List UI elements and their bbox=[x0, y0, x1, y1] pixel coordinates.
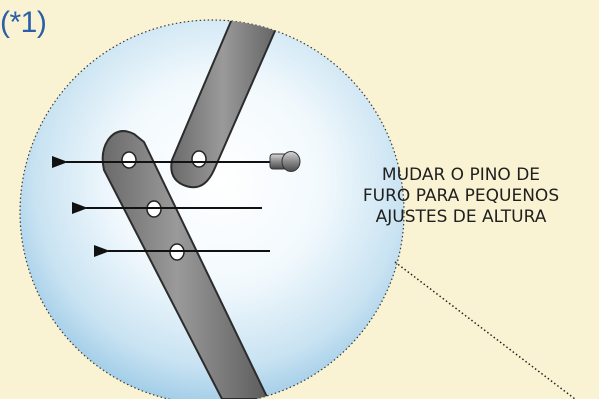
callout-line-1: MUDAR O PINO DE bbox=[381, 165, 541, 185]
callout-text: MUDAR O PINO DE FURO PARA PEQUENOS AJUST… bbox=[318, 165, 599, 228]
callout-line-2: FURO PARA PEQUENOS bbox=[362, 186, 560, 206]
pin-icon bbox=[269, 151, 301, 172]
callout-line-3: AJUSTES DE ALTURA bbox=[375, 207, 547, 227]
leader-line-icon bbox=[394, 261, 576, 399]
lower-bar-hole-1 bbox=[121, 151, 137, 169]
upper-bar bbox=[170, 20, 287, 189]
lower-bar bbox=[101, 130, 270, 399]
magnifier-circle bbox=[19, 19, 405, 399]
upper-bar-hole bbox=[191, 150, 207, 168]
reference-label: (*1) bbox=[0, 6, 47, 39]
